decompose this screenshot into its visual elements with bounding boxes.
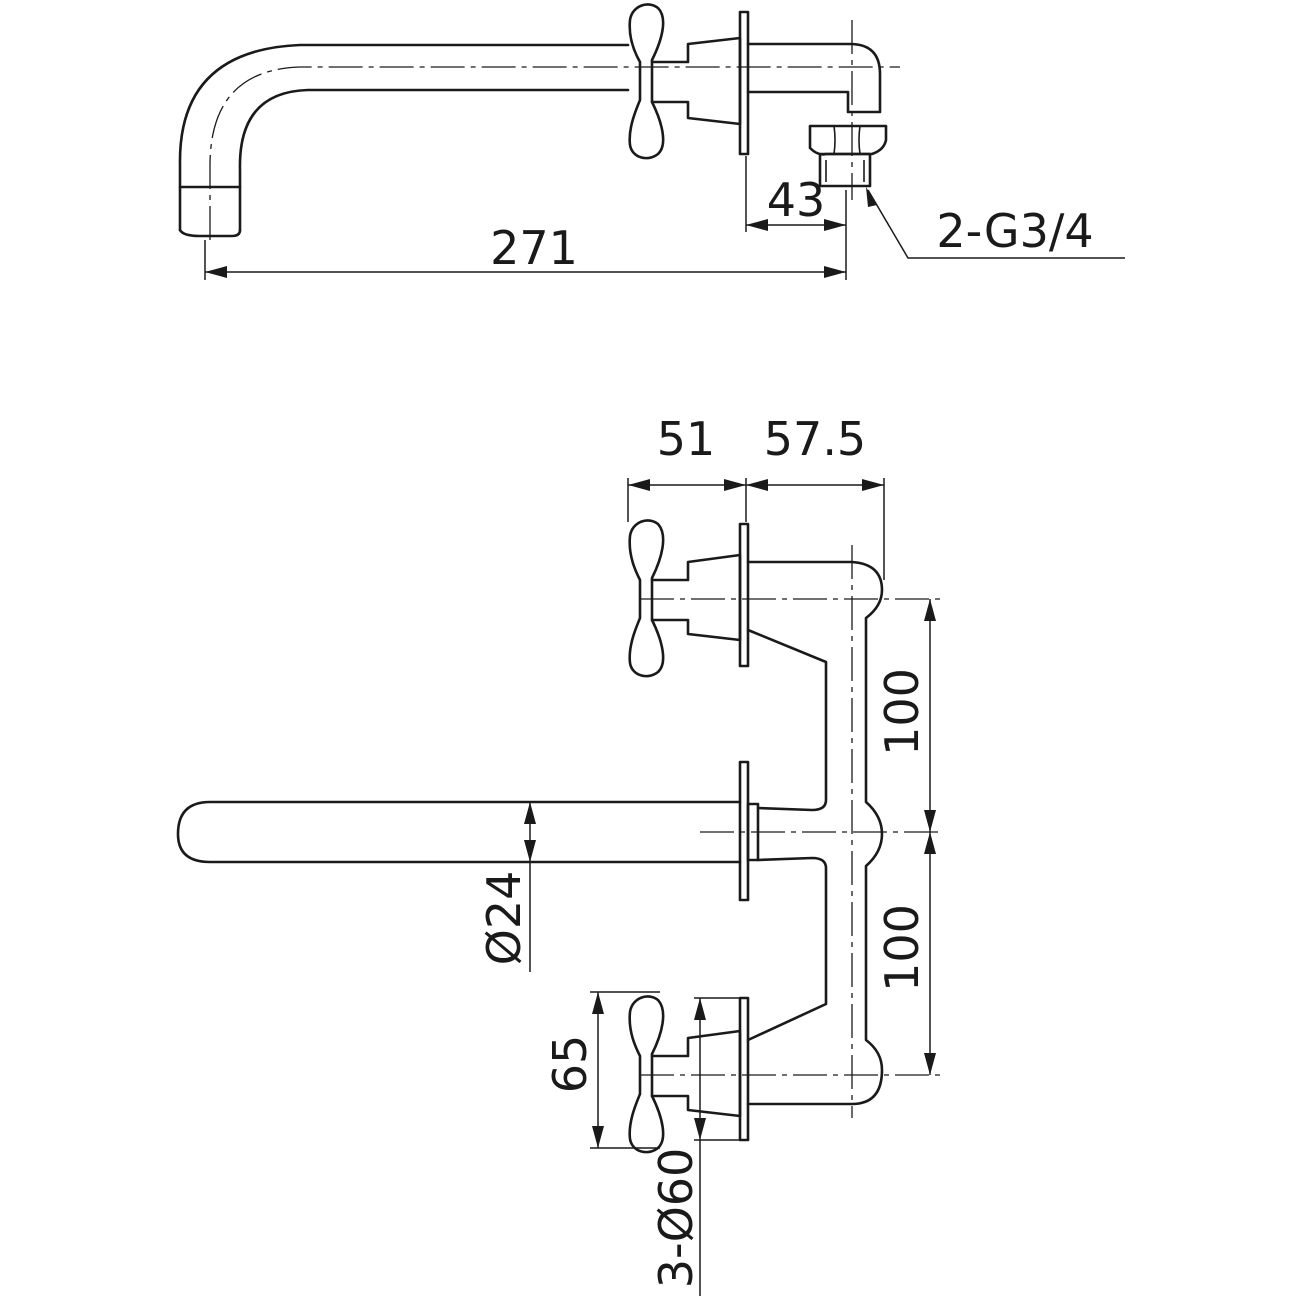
front-spout <box>176 800 742 864</box>
side-spout <box>178 43 630 232</box>
side-dim-271-arrow-right <box>824 266 846 278</box>
side-dim-271-arrow-left <box>205 266 227 278</box>
front-dim-100-upper-label: 100 <box>875 668 929 756</box>
side-dim-271-label: 271 <box>490 221 578 275</box>
side-inlet-nut-face <box>833 125 861 155</box>
side-thread-leader <box>867 189 1125 259</box>
front-lower-wall-plate <box>738 996 750 1142</box>
side-inlet-thread <box>818 152 872 188</box>
front-dim-60-arrow-top <box>694 998 706 1020</box>
front-lower-handle <box>628 995 665 1154</box>
front-dim-100-lower-label: 100 <box>875 904 929 992</box>
side-inlet-nut <box>808 124 888 156</box>
side-valve-body <box>650 36 742 126</box>
front-dim-24-arrow-bottom <box>524 840 536 862</box>
front-dim-24-label: Ø24 <box>477 871 531 966</box>
side-thread-callout: 2-G3/4 <box>936 204 1093 258</box>
front-dim-57-arrow-right <box>862 479 884 491</box>
side-elbow-body <box>746 42 882 114</box>
front-dim-100-upper-arrow-bottom <box>924 810 936 832</box>
front-dim-51-arrow-left <box>628 479 650 491</box>
front-upper-valve-body <box>650 553 742 642</box>
front-view: 51 57.5 100 100 <box>176 412 940 1296</box>
side-wall-plate <box>738 10 750 156</box>
side-dim-43-arrow-right <box>824 219 846 231</box>
front-dim-65-arrow-top <box>592 992 604 1014</box>
front-lower-valve-body <box>650 1029 742 1118</box>
front-dim-57-arrow-left <box>746 479 768 491</box>
front-dim-100-upper-arrow-top <box>924 599 936 621</box>
front-dim-100-lower-arrow-top <box>924 832 936 854</box>
side-thread-leader-arrow <box>866 187 877 207</box>
side-dim-43-label: 43 <box>767 173 826 227</box>
front-dim-60-label: 3-Ø60 <box>649 1148 703 1289</box>
side-spout-centerline <box>209 66 900 240</box>
front-upper-handle <box>628 519 665 678</box>
front-dim-65-label: 65 <box>543 1035 597 1094</box>
side-spout-tip <box>178 228 242 238</box>
side-handle <box>628 3 665 160</box>
front-dim-60-arrow-bottom <box>694 1118 706 1140</box>
front-dim-51-arrow-right <box>724 479 746 491</box>
side-dim-43-arrow-left <box>746 219 768 231</box>
front-dim-100-lower-arrow-bottom <box>924 1053 936 1075</box>
side-spout-inner <box>238 88 630 232</box>
front-dim-51-label: 51 <box>657 412 716 466</box>
side-view: 43 271 2-G3/4 <box>178 3 1125 280</box>
front-dim-65-arrow-bottom <box>592 1126 604 1148</box>
front-dim-24-arrow-top <box>524 802 536 824</box>
front-dim-57-label: 57.5 <box>764 412 866 466</box>
front-upper-wall-plate <box>738 522 750 668</box>
front-concealed-body <box>746 560 884 1106</box>
